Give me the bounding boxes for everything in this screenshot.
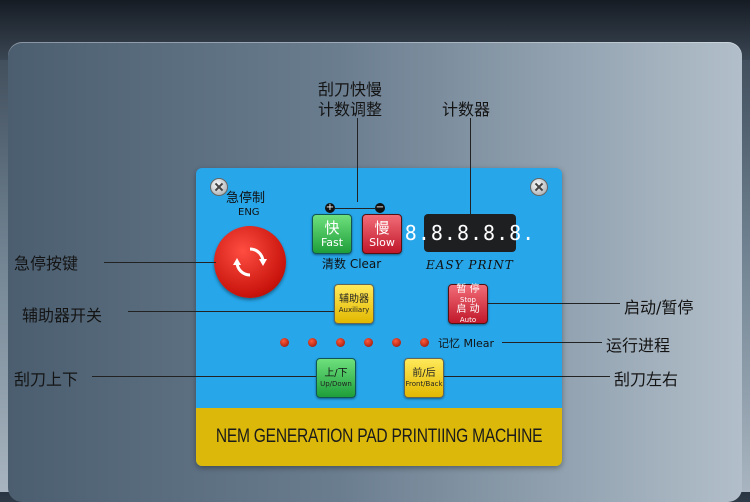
brand-label: EASY PRINT	[426, 258, 514, 272]
estop-label-en: ENG	[238, 207, 260, 218]
minus-icon: −	[375, 202, 385, 213]
updown-label-en: Up/Down	[320, 380, 352, 388]
screw-icon	[530, 178, 548, 196]
frontback-label-en: Front/Back	[405, 380, 443, 388]
slow-label-en: Slow	[369, 235, 395, 249]
start-stop-button[interactable]: 暂 停 Stop 启 动 Auto	[448, 284, 488, 324]
callout-line-emergency	[104, 262, 216, 263]
fast-label-cn: 快	[324, 218, 340, 237]
stop-label-en: Stop	[460, 296, 476, 304]
callout-line-counter	[470, 118, 471, 214]
callout-speed-adjust-1: 刮刀快慢	[318, 80, 383, 99]
front-back-button[interactable]: 前/后 Front/Back	[404, 358, 444, 398]
start-label-cn: 启 动	[456, 304, 480, 315]
estop-label-cn: 急停制	[226, 191, 266, 206]
callout-line-updown	[92, 376, 316, 377]
callout-counter: 计数器	[442, 100, 491, 119]
callout-line-speed	[357, 118, 358, 202]
machine-name-strip: NEM GENERATION PAD PRINTIING MACHINE	[196, 408, 562, 466]
callout-line-leftright	[444, 376, 610, 377]
callout-line-start	[488, 303, 620, 304]
progress-led-3	[336, 338, 345, 347]
slow-label-cn: 慢	[374, 218, 390, 237]
counter-digits: 8.8.8.8.8.	[404, 221, 536, 245]
callout-blade-leftright: 刮刀左右	[614, 370, 679, 389]
callout-speed-adjust-2: 计数调整	[318, 100, 383, 119]
progress-led-6	[420, 338, 429, 347]
counter-display: 8.8.8.8.8.	[405, 214, 534, 252]
aux-label-en: Auxiliary	[338, 306, 370, 314]
slow-button[interactable]: 慢 Slow	[362, 214, 402, 254]
progress-led-2	[308, 338, 317, 347]
fast-label-en: Fast	[320, 235, 344, 249]
callout-blade-updown: 刮刀上下	[14, 370, 79, 389]
updown-label-cn: 上/下	[324, 368, 348, 379]
memory-label: 记忆 Mlear	[438, 337, 495, 350]
stop-label-cn: 暂 停	[456, 284, 480, 295]
fast-button[interactable]: 快 Fast	[312, 214, 352, 254]
rotate-arrows-icon	[233, 247, 267, 277]
machine-name: NEM GENERATION PAD PRINTIING MACHINE	[215, 426, 543, 447]
clear-label: 清数 Clear	[322, 257, 382, 271]
plus-minus-link	[335, 208, 375, 209]
callout-line-progress	[502, 342, 602, 343]
callout-line-auxiliary	[128, 311, 334, 312]
callout-auxiliary: 辅助器开关	[22, 306, 103, 325]
up-down-button[interactable]: 上/下 Up/Down	[316, 358, 356, 398]
plus-icon: +	[325, 202, 335, 213]
start-label-en: Auto	[459, 316, 477, 324]
callout-start-pause: 启动/暂停	[624, 298, 694, 317]
callout-emergency: 急停按键	[14, 254, 79, 273]
progress-led-4	[364, 338, 373, 347]
progress-led-1	[280, 338, 289, 347]
emergency-stop-button[interactable]	[214, 226, 286, 298]
aux-label-cn: 辅助器	[339, 294, 369, 305]
frontback-label-cn: 前/后	[412, 368, 436, 379]
auxiliary-button[interactable]: 辅助器 Auxiliary	[334, 284, 374, 324]
control-panel: 急停制 ENG + − 快 Fast 慢 Slow 清数 Clear 8.8.8…	[196, 168, 562, 466]
progress-led-5	[392, 338, 401, 347]
screw-icon	[210, 178, 228, 196]
callout-run-progress: 运行进程	[606, 336, 671, 355]
